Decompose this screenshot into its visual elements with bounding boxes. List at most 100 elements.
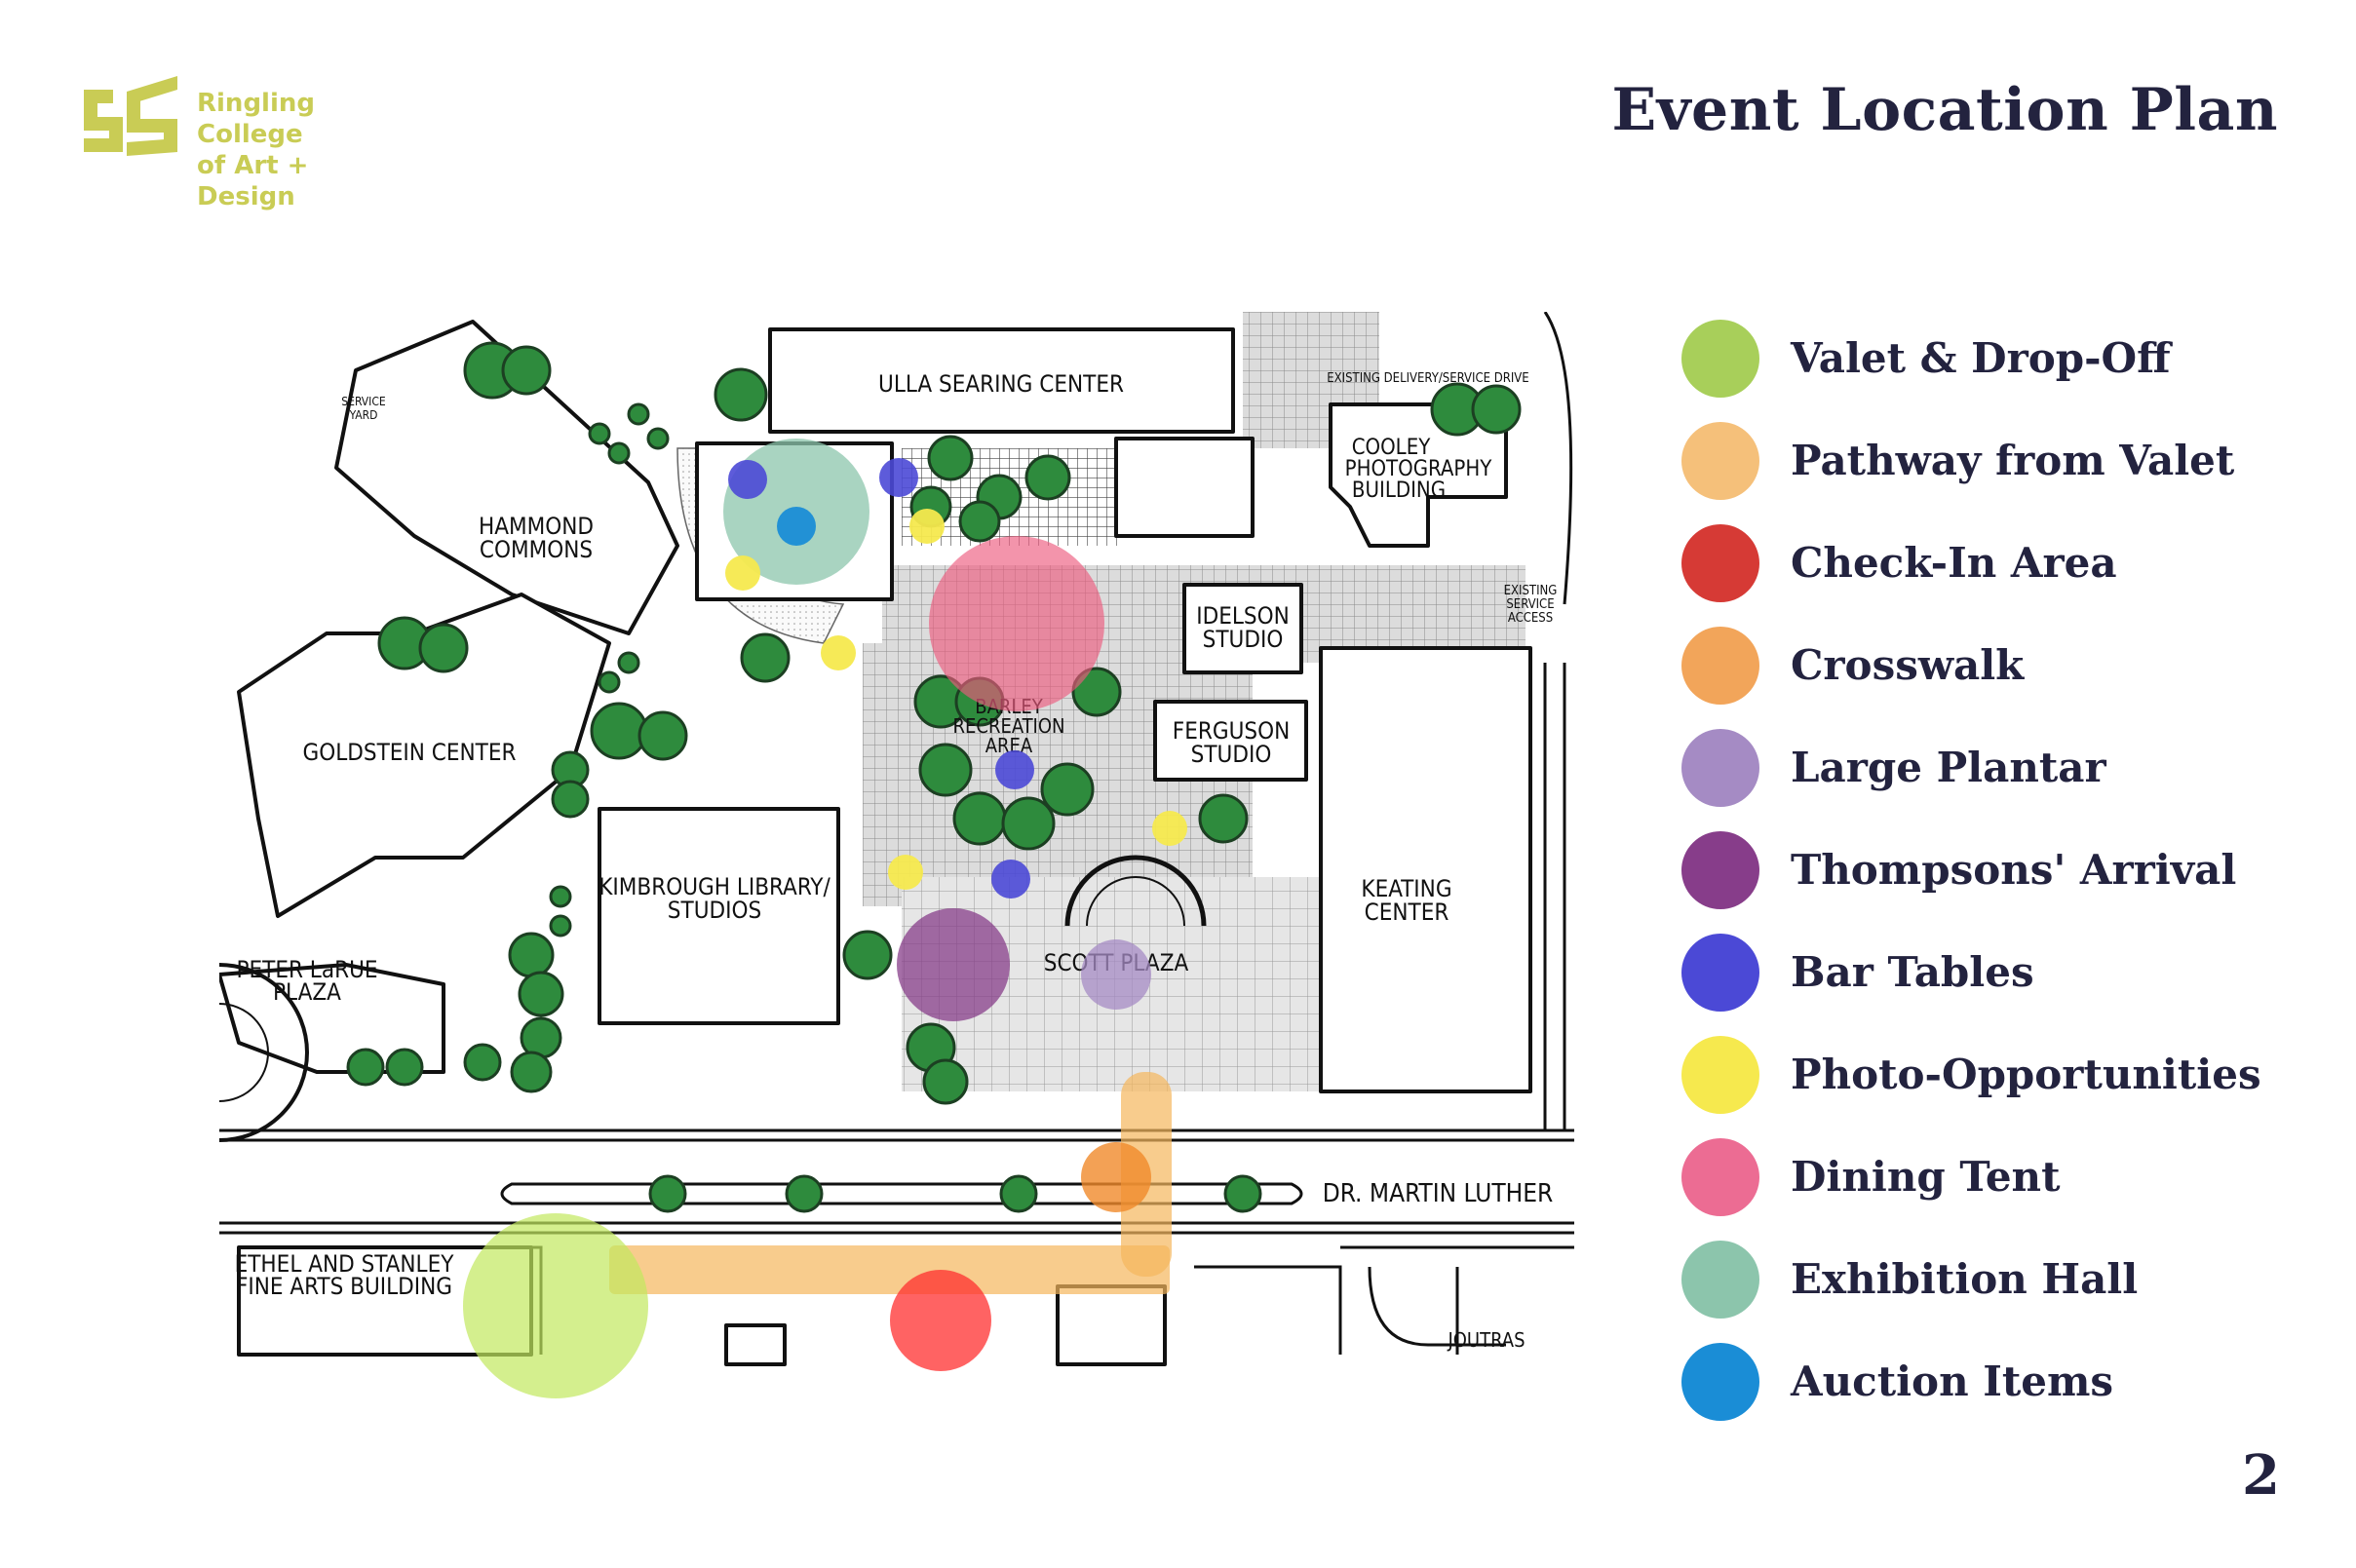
bar-table-marker xyxy=(991,860,1030,899)
legend-label: Auction Items xyxy=(1791,1358,2114,1405)
scott-plaza-arch xyxy=(1064,855,1207,927)
label-larue-2: PLAZA xyxy=(273,978,341,1006)
label-service-access-3: ACCESS xyxy=(1508,611,1553,626)
legend-item-dining-tent: Dining Tent xyxy=(1681,1126,2305,1228)
photo-opportunity-marker xyxy=(821,635,856,670)
label-service-yard-2: YARD xyxy=(349,408,378,422)
legend-swatch xyxy=(1681,1342,1759,1421)
legend-label: Exhibition Hall xyxy=(1791,1255,2139,1303)
label-kimbrough-2: STUDIOS xyxy=(668,897,761,924)
campus-map-svg: ULLA SEARING CENTER SERVICE YARD HAMMOND… xyxy=(130,311,1574,1398)
label-goldstein: GOLDSTEIN CENTER xyxy=(303,739,517,766)
photo-opportunity-marker xyxy=(725,555,760,591)
label-keating-1: KEATING xyxy=(1361,875,1451,902)
label-ulla: ULLA SEARING CENTER xyxy=(878,370,1124,398)
idelson-building xyxy=(1182,583,1303,674)
legend-swatch xyxy=(1681,933,1759,1012)
logo-mark-icon xyxy=(84,76,177,156)
label-larue-1: PETER LaRUE xyxy=(236,956,377,983)
streets xyxy=(219,311,1574,1355)
valet-drop-off-area xyxy=(463,1213,648,1398)
label-cooley-2: PHOTOGRAPHY xyxy=(1345,457,1493,481)
photo-opportunity-marker xyxy=(1152,811,1187,846)
label-mlk: DR. MARTIN LUTHER xyxy=(1323,1179,1554,1208)
crosswalk-marker xyxy=(1081,1142,1151,1212)
legend-swatch xyxy=(1681,523,1759,602)
label-hammond-2: COMMONS xyxy=(480,536,593,563)
legend-swatch xyxy=(1681,421,1759,500)
photo-opportunity-marker xyxy=(909,509,945,544)
label-hammond-1: HAMMOND xyxy=(479,513,594,540)
legend-label: Photo-Opportunities xyxy=(1791,1051,2261,1098)
legend-swatch xyxy=(1681,626,1759,705)
label-ethel-1: ETHEL AND STANLEY xyxy=(235,1250,455,1278)
legend-swatch xyxy=(1681,728,1759,807)
legend-label: Bar Tables xyxy=(1791,948,2034,996)
bar-table-marker xyxy=(995,750,1034,789)
college-logo: Ringling College of Art + Design xyxy=(84,72,415,211)
keating-building xyxy=(1319,646,1532,1093)
check-in-area xyxy=(890,1270,991,1371)
legend-item-check-in: Check-In Area xyxy=(1681,512,2305,614)
photo-opportunity-marker xyxy=(888,855,923,890)
legend-swatch xyxy=(1681,319,1759,398)
label-ferguson-2: STUDIO xyxy=(1191,741,1272,768)
legend-label: Dining Tent xyxy=(1791,1153,2061,1201)
label-kimbrough-1: KIMBROUGH LIBRARY/ xyxy=(599,873,830,900)
legend-item-photo-opportunities: Photo-Opportunities xyxy=(1681,1023,2305,1126)
larue-plaza xyxy=(217,963,445,1074)
label-joutras: JOUTRAS xyxy=(1447,1328,1525,1352)
campus-map: ULLA SEARING CENTER SERVICE YARD HAMMOND… xyxy=(130,311,1574,1423)
thompsons-arrival-area xyxy=(897,908,1010,1021)
ulla-searing-building xyxy=(768,327,1235,434)
kimbrough-building xyxy=(598,807,840,1025)
label-service-access-2: SERVICE xyxy=(1506,597,1554,612)
bar-table-marker xyxy=(728,460,767,499)
label-idelson-2: STUDIO xyxy=(1203,626,1284,653)
label-keating-2: CENTER xyxy=(1365,899,1449,926)
legend-label: Pathway from Valet xyxy=(1791,437,2235,484)
page-number: 2 xyxy=(2242,1443,2280,1508)
legend-label: Valet & Drop-Off xyxy=(1791,334,2171,382)
label-delivery: EXISTING DELIVERY/SERVICE DRIVE xyxy=(1327,371,1528,386)
legend-label: Check-In Area xyxy=(1791,539,2117,587)
legend-item-pathway: Pathway from Valet xyxy=(1681,409,2305,512)
event-overlays xyxy=(463,439,1187,1398)
page-title: Event Location Plan xyxy=(1611,76,2278,144)
trees xyxy=(346,341,1522,1213)
ferguson-building xyxy=(1153,700,1308,782)
auction-items-marker xyxy=(777,507,816,546)
legend-item-exhibition-hall: Exhibition Hall xyxy=(1681,1228,2305,1330)
label-ethel-2: FINE ARTS BUILDING xyxy=(236,1273,452,1300)
legend-item-thompsons-arrival: Thompsons' Arrival xyxy=(1681,819,2305,921)
large-plantar-marker xyxy=(1081,939,1151,1010)
label-service-access-1: EXISTING xyxy=(1504,584,1558,598)
legend-item-auction-items: Auction Items xyxy=(1681,1330,2305,1433)
legend-swatch xyxy=(1681,1035,1759,1114)
label-cooley-1: COOLEY xyxy=(1352,436,1432,460)
legend-swatch xyxy=(1681,1240,1759,1319)
legend-item-bar-tables: Bar Tables xyxy=(1681,921,2305,1023)
pathway-from-valet xyxy=(609,1245,1170,1294)
legend-label: Large Plantar xyxy=(1791,744,2106,791)
logo-line-1: Ringling College xyxy=(197,89,315,149)
map-legend: Valet & Drop-Off Pathway from Valet Chec… xyxy=(1681,307,2305,1433)
map-labels: ULLA SEARING CENTER SERVICE YARD HAMMOND… xyxy=(235,370,1558,1352)
label-ferguson-1: FERGUSON xyxy=(1173,717,1290,745)
label-recreation-2: RECREATION xyxy=(953,714,1065,738)
legend-label: Thompsons' Arrival xyxy=(1791,846,2237,894)
legend-item-crosswalk: Crosswalk xyxy=(1681,614,2305,716)
east-annex-building xyxy=(1114,437,1255,538)
logo-text: Ringling College of Art + Design xyxy=(197,88,415,212)
label-service-yard-1: SERVICE xyxy=(341,395,386,408)
south-annex xyxy=(724,1323,787,1366)
legend-label: Crosswalk xyxy=(1791,641,2025,689)
label-cooley-3: BUILDING xyxy=(1352,478,1446,503)
scott-plaza-arch-inner xyxy=(1086,876,1185,927)
bar-table-marker xyxy=(879,458,918,497)
label-idelson-1: IDELSON xyxy=(1196,602,1290,630)
logo-line-2: of Art + Design xyxy=(197,151,309,211)
legend-swatch xyxy=(1681,830,1759,909)
legend-swatch xyxy=(1681,1137,1759,1216)
legend-item-valet: Valet & Drop-Off xyxy=(1681,307,2305,409)
